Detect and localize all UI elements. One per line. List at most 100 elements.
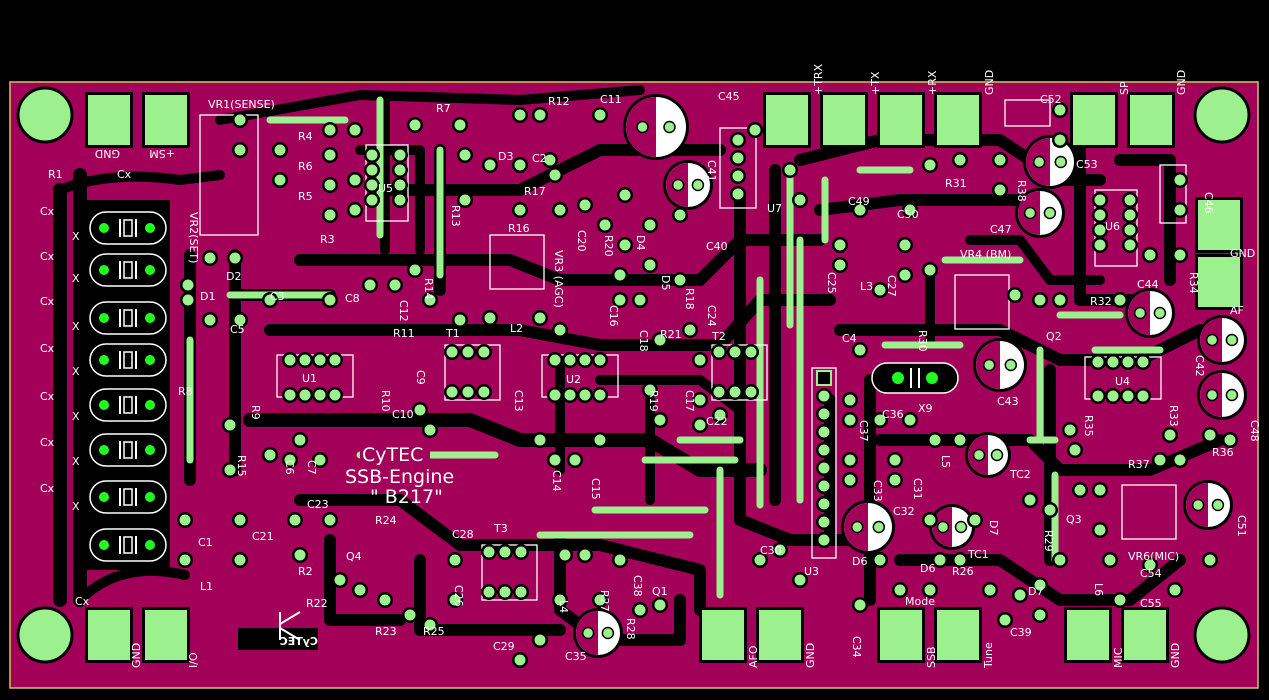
connector-right-1[interactable] [1195, 197, 1243, 253]
crystal-x8 [89, 528, 167, 562]
conn-label-gnd-tm: GND [983, 70, 996, 95]
label-u5: U5 [378, 182, 393, 195]
connector-bottom-right-1[interactable] [1064, 607, 1112, 663]
pad [224, 464, 236, 476]
connector-bottom-left-2[interactable] [142, 607, 190, 663]
connector-top-left-2[interactable] [142, 92, 190, 148]
pad [818, 408, 830, 420]
trimmer-vr3 [489, 234, 545, 290]
pad [394, 164, 406, 176]
pad [674, 209, 686, 221]
pad [514, 109, 526, 121]
pad [1137, 356, 1149, 368]
label-tc1: TC1 [967, 548, 989, 561]
connector-top-left-1[interactable] [85, 92, 133, 148]
connector-bottom-mode-1[interactable] [877, 607, 925, 663]
pad [854, 344, 866, 356]
pad [446, 346, 458, 358]
pad [454, 119, 466, 131]
connector-right-2[interactable] [1195, 254, 1243, 310]
connector-bottom-mid-2[interactable] [756, 607, 804, 663]
crystal-x3 [89, 301, 167, 335]
pad [534, 634, 546, 646]
cap-c42 [1197, 315, 1247, 365]
label-l3: L3 [860, 280, 873, 293]
label-c40: C40 [706, 240, 728, 253]
pad [713, 346, 725, 358]
pad [1054, 294, 1066, 306]
pad [654, 334, 666, 346]
pad [329, 389, 341, 401]
pad [999, 614, 1011, 626]
connector-top-mid-4[interactable] [934, 92, 982, 148]
pad [1094, 194, 1106, 206]
pad [324, 124, 336, 136]
pad [229, 252, 241, 264]
pad [1024, 494, 1036, 506]
pad [366, 149, 378, 161]
label-d5: D5 [659, 275, 672, 290]
label-c25: C25 [825, 272, 838, 294]
connector-bottom-mode-2[interactable] [934, 607, 982, 663]
label-t3: T3 [493, 522, 508, 535]
pad [1174, 249, 1186, 261]
label-r14: R14 [422, 278, 435, 300]
label-c7: C7 [305, 460, 318, 475]
label-t1: T1 [445, 327, 460, 340]
pad [579, 354, 591, 366]
connector-top-right-1[interactable] [1070, 92, 1118, 148]
label-r26: R26 [952, 565, 974, 578]
transformer-t3 [481, 544, 538, 601]
pad [729, 386, 741, 398]
label-c28: C28 [452, 528, 474, 541]
transformer-t2 [711, 344, 768, 401]
electrolytic-caps [573, 94, 1247, 658]
label-r25: R25 [423, 625, 445, 638]
pad [564, 354, 576, 366]
trimmer-vr1-vr2 [199, 114, 259, 236]
label-x-4: X [72, 365, 80, 378]
pad [1034, 294, 1046, 306]
pad [549, 454, 561, 466]
pad [462, 346, 474, 358]
pad [1069, 444, 1081, 456]
crystal-filter-strip [82, 200, 170, 570]
title-line-2: SSB-Engine [345, 466, 454, 488]
label-r16: R16 [508, 222, 530, 235]
label-d6: D6 [920, 562, 935, 575]
pad [889, 474, 901, 486]
connector-bottom-mid-1[interactable] [699, 607, 747, 663]
label-c31: C31 [911, 478, 924, 500]
connector-top-mid-2[interactable] [820, 92, 868, 148]
connector-top-mid-3[interactable] [877, 92, 925, 148]
connector-top-right-2[interactable] [1127, 92, 1175, 148]
pad [394, 149, 406, 161]
label-cx-7: Cx [40, 482, 55, 495]
pad [1174, 174, 1186, 186]
label-c41: C41 [705, 160, 718, 182]
mount-hole-tr [1193, 86, 1251, 144]
label-c51: C51 [1235, 515, 1248, 537]
connector-top-mid-1[interactable] [763, 92, 811, 148]
pad [234, 144, 246, 156]
label-q3: Q3 [1066, 513, 1082, 526]
pad [1107, 390, 1119, 402]
label-cx-4: Cx [40, 342, 55, 355]
pad [414, 404, 426, 416]
pad [394, 179, 406, 191]
cap-c48 [1197, 370, 1247, 420]
pad [349, 124, 361, 136]
label-q1: Q1 [652, 585, 668, 598]
pad [1224, 434, 1236, 446]
pad [1144, 249, 1156, 261]
pad [745, 386, 757, 398]
pad [299, 354, 311, 366]
connector-bottom-left-1[interactable] [85, 607, 133, 663]
pad [784, 164, 796, 176]
connector-bottom-right-2[interactable] [1121, 607, 1169, 663]
label-l6: L6 [1092, 583, 1105, 596]
conn-label-gnd-tr: GND [1175, 70, 1188, 95]
label-tc2: TC2 [1009, 468, 1031, 481]
label-c22: C22 [706, 415, 728, 428]
label-d4: D4 [634, 235, 647, 250]
